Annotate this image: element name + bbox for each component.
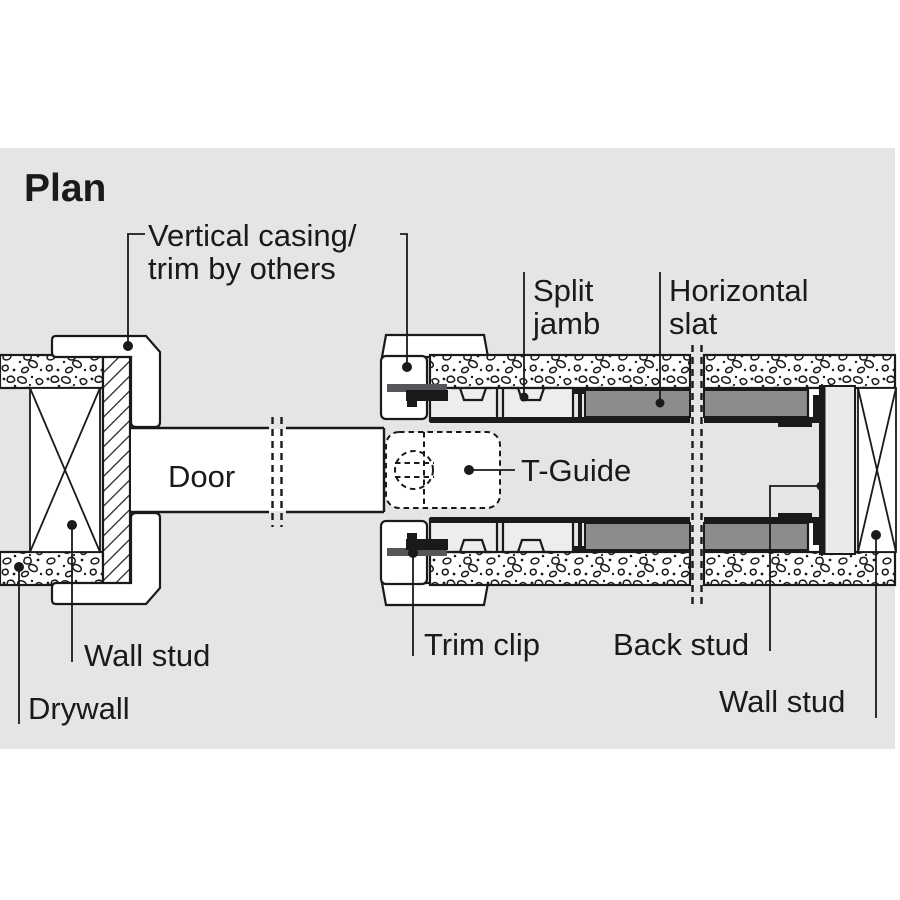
split-jamb-top bbox=[428, 386, 587, 423]
break-lines-door bbox=[271, 417, 283, 527]
wall-stud-left-box bbox=[29, 387, 101, 553]
label-wall-stud-left: Wall stud bbox=[84, 638, 210, 673]
label-wall-stud-right: Wall stud bbox=[719, 684, 845, 719]
horizontal-slat-top bbox=[584, 389, 809, 418]
trim-left-top bbox=[50, 334, 162, 429]
label-trim-clip: Trim clip bbox=[424, 627, 540, 662]
horizontal-slat-bottom bbox=[584, 522, 809, 551]
trim-mouth-bottom-cap bbox=[380, 581, 490, 607]
trim-left-bottom bbox=[50, 511, 162, 606]
label-vertical-casing-line1: Vertical casing/ bbox=[148, 218, 357, 253]
label-vertical-casing-line2: trim by others bbox=[148, 251, 336, 286]
label-t-guide: T-Guide bbox=[521, 453, 631, 488]
label-horizontal-slat-line1: Horizontal bbox=[669, 273, 809, 308]
label-split-jamb-line2: jamb bbox=[532, 306, 600, 341]
t-guide-pin bbox=[394, 450, 434, 490]
vertical-casing-hatched bbox=[101, 353, 132, 587]
label-horizontal-slat-line2: slat bbox=[669, 306, 718, 341]
drywall-right-top bbox=[428, 353, 897, 390]
pocket-rails bbox=[430, 417, 823, 523]
door-panel bbox=[131, 417, 501, 527]
break-lines-pocket bbox=[691, 345, 703, 605]
trim-mouth-top-cap bbox=[380, 333, 490, 359]
drywall-left-top bbox=[0, 353, 105, 390]
label-split-jamb-line1: Split bbox=[533, 273, 594, 308]
leader-lines bbox=[14, 233, 881, 724]
label-drywall: Drywall bbox=[28, 691, 130, 726]
label-door: Door bbox=[168, 459, 235, 494]
trim-clip-top bbox=[387, 384, 448, 407]
diagram-title: Plan bbox=[24, 167, 106, 210]
split-jamb-bottom bbox=[428, 517, 587, 554]
back-stud-channel bbox=[819, 385, 856, 555]
wall-stud-right-box bbox=[857, 387, 897, 553]
pocket-assembly bbox=[379, 333, 897, 607]
label-back-stud: Back stud bbox=[613, 627, 749, 662]
left-wall bbox=[0, 334, 162, 606]
drywall-right-bottom bbox=[428, 550, 897, 587]
